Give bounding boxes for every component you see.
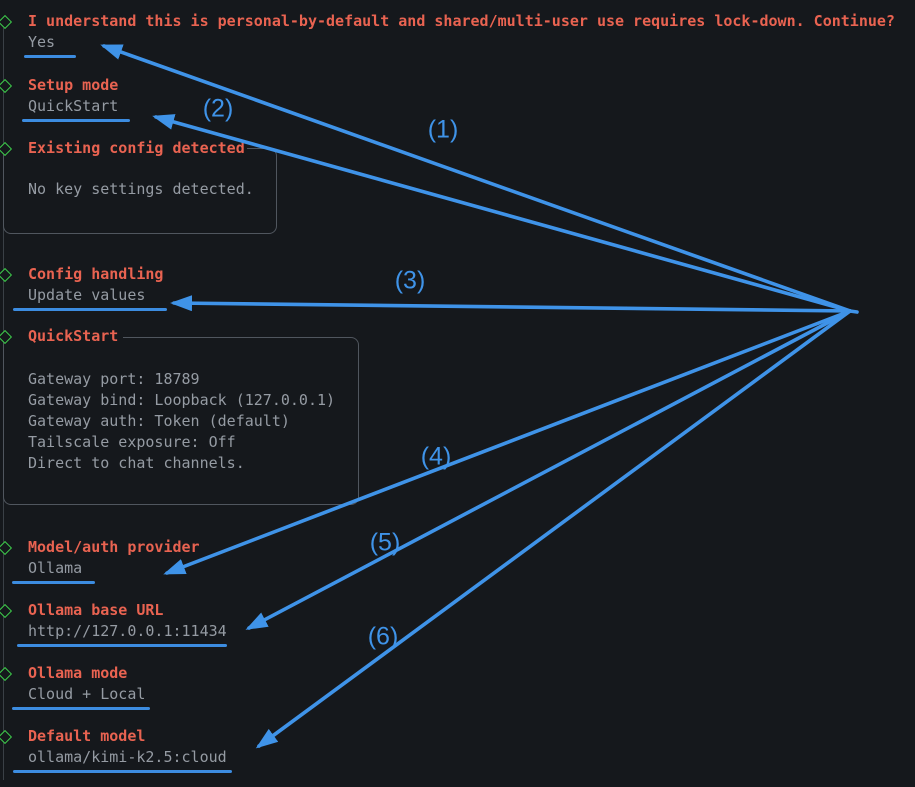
prompt-answer: Ollama (28, 559, 83, 577)
note-line: Gateway bind: Loopback (127.0.0.1) (28, 391, 336, 409)
diamond-icon (0, 78, 13, 94)
diamond-icon (0, 729, 13, 745)
arrow-label-1: (1) (427, 115, 459, 144)
arrow-label-3: (3) (394, 266, 426, 295)
arrow-label-4: (4) (420, 442, 452, 471)
prompt-answer: QuickStart (28, 97, 119, 115)
prompt-ollama-mode: Ollama mode Cloud + Local (0, 663, 915, 710)
prompt-answer: Cloud + Local (28, 685, 146, 703)
diamond-icon (0, 666, 13, 682)
note-content-quickstart: Gateway port: 18789 Gateway bind: Loopba… (28, 369, 335, 474)
note-line: Gateway auth: Token (default) (28, 412, 290, 430)
prompt-model-provider: Model/auth provider Ollama (0, 537, 915, 584)
prompt-answer: Update values (28, 286, 146, 304)
note-box-border-mask (4, 336, 123, 339)
note-title: QuickStart (28, 327, 119, 345)
prompt-question: Model/auth provider (28, 538, 200, 556)
arrow-label-6: (6) (367, 622, 399, 651)
note-title-quickstart: QuickStart (0, 326, 915, 347)
prompt-question: Config handling (28, 265, 164, 283)
prompt-answer: http://127.0.0.1:11434 (28, 622, 227, 640)
underline-highlight (24, 55, 76, 58)
prompt-question: Setup mode (28, 76, 119, 94)
prompt-continue: I understand this is personal-by-default… (0, 11, 915, 58)
underline-highlight (13, 770, 232, 773)
underline-highlight (22, 119, 130, 122)
note-line: Direct to chat channels. (28, 454, 245, 472)
underline-highlight (13, 308, 167, 311)
prompt-default-model: Default model ollama/kimi-k2.5:cloud (0, 726, 915, 773)
underline-highlight (17, 644, 227, 647)
diamond-icon (0, 329, 13, 345)
note-content-existing-config: No key settings detected. (28, 179, 254, 200)
underline-highlight (12, 707, 150, 710)
note-line: No key settings detected. (28, 180, 254, 198)
prompt-ollama-base-url: Ollama base URL http://127.0.0.1:11434 (0, 600, 915, 647)
note-line: Tailscale exposure: Off (28, 433, 236, 451)
prompt-question: I understand this is personal-by-default… (28, 12, 895, 30)
prompt-answer: ollama/kimi-k2.5:cloud (28, 748, 227, 766)
prompt-question: Default model (28, 727, 146, 745)
prompt-question: Ollama base URL (28, 601, 164, 619)
underline-highlight (12, 581, 95, 584)
prompt-answer: Yes (28, 33, 56, 51)
diamond-icon (0, 603, 13, 619)
diamond-icon (0, 540, 13, 556)
arrow-label-2: (2) (202, 94, 234, 123)
diamond-icon (0, 14, 13, 30)
prompt-question: Ollama mode (28, 664, 128, 682)
prompt-setup-mode: Setup mode QuickStart (0, 75, 915, 122)
note-line: Gateway port: 18789 (28, 370, 200, 388)
prompt-config-handling: Config handling Update values (0, 264, 915, 311)
diamond-icon (0, 267, 13, 283)
arrow-convergence-stub (848, 309, 859, 314)
note-title: Existing config detected (28, 139, 245, 157)
arrow-label-5: (5) (369, 528, 401, 557)
diamond-icon (0, 141, 13, 157)
